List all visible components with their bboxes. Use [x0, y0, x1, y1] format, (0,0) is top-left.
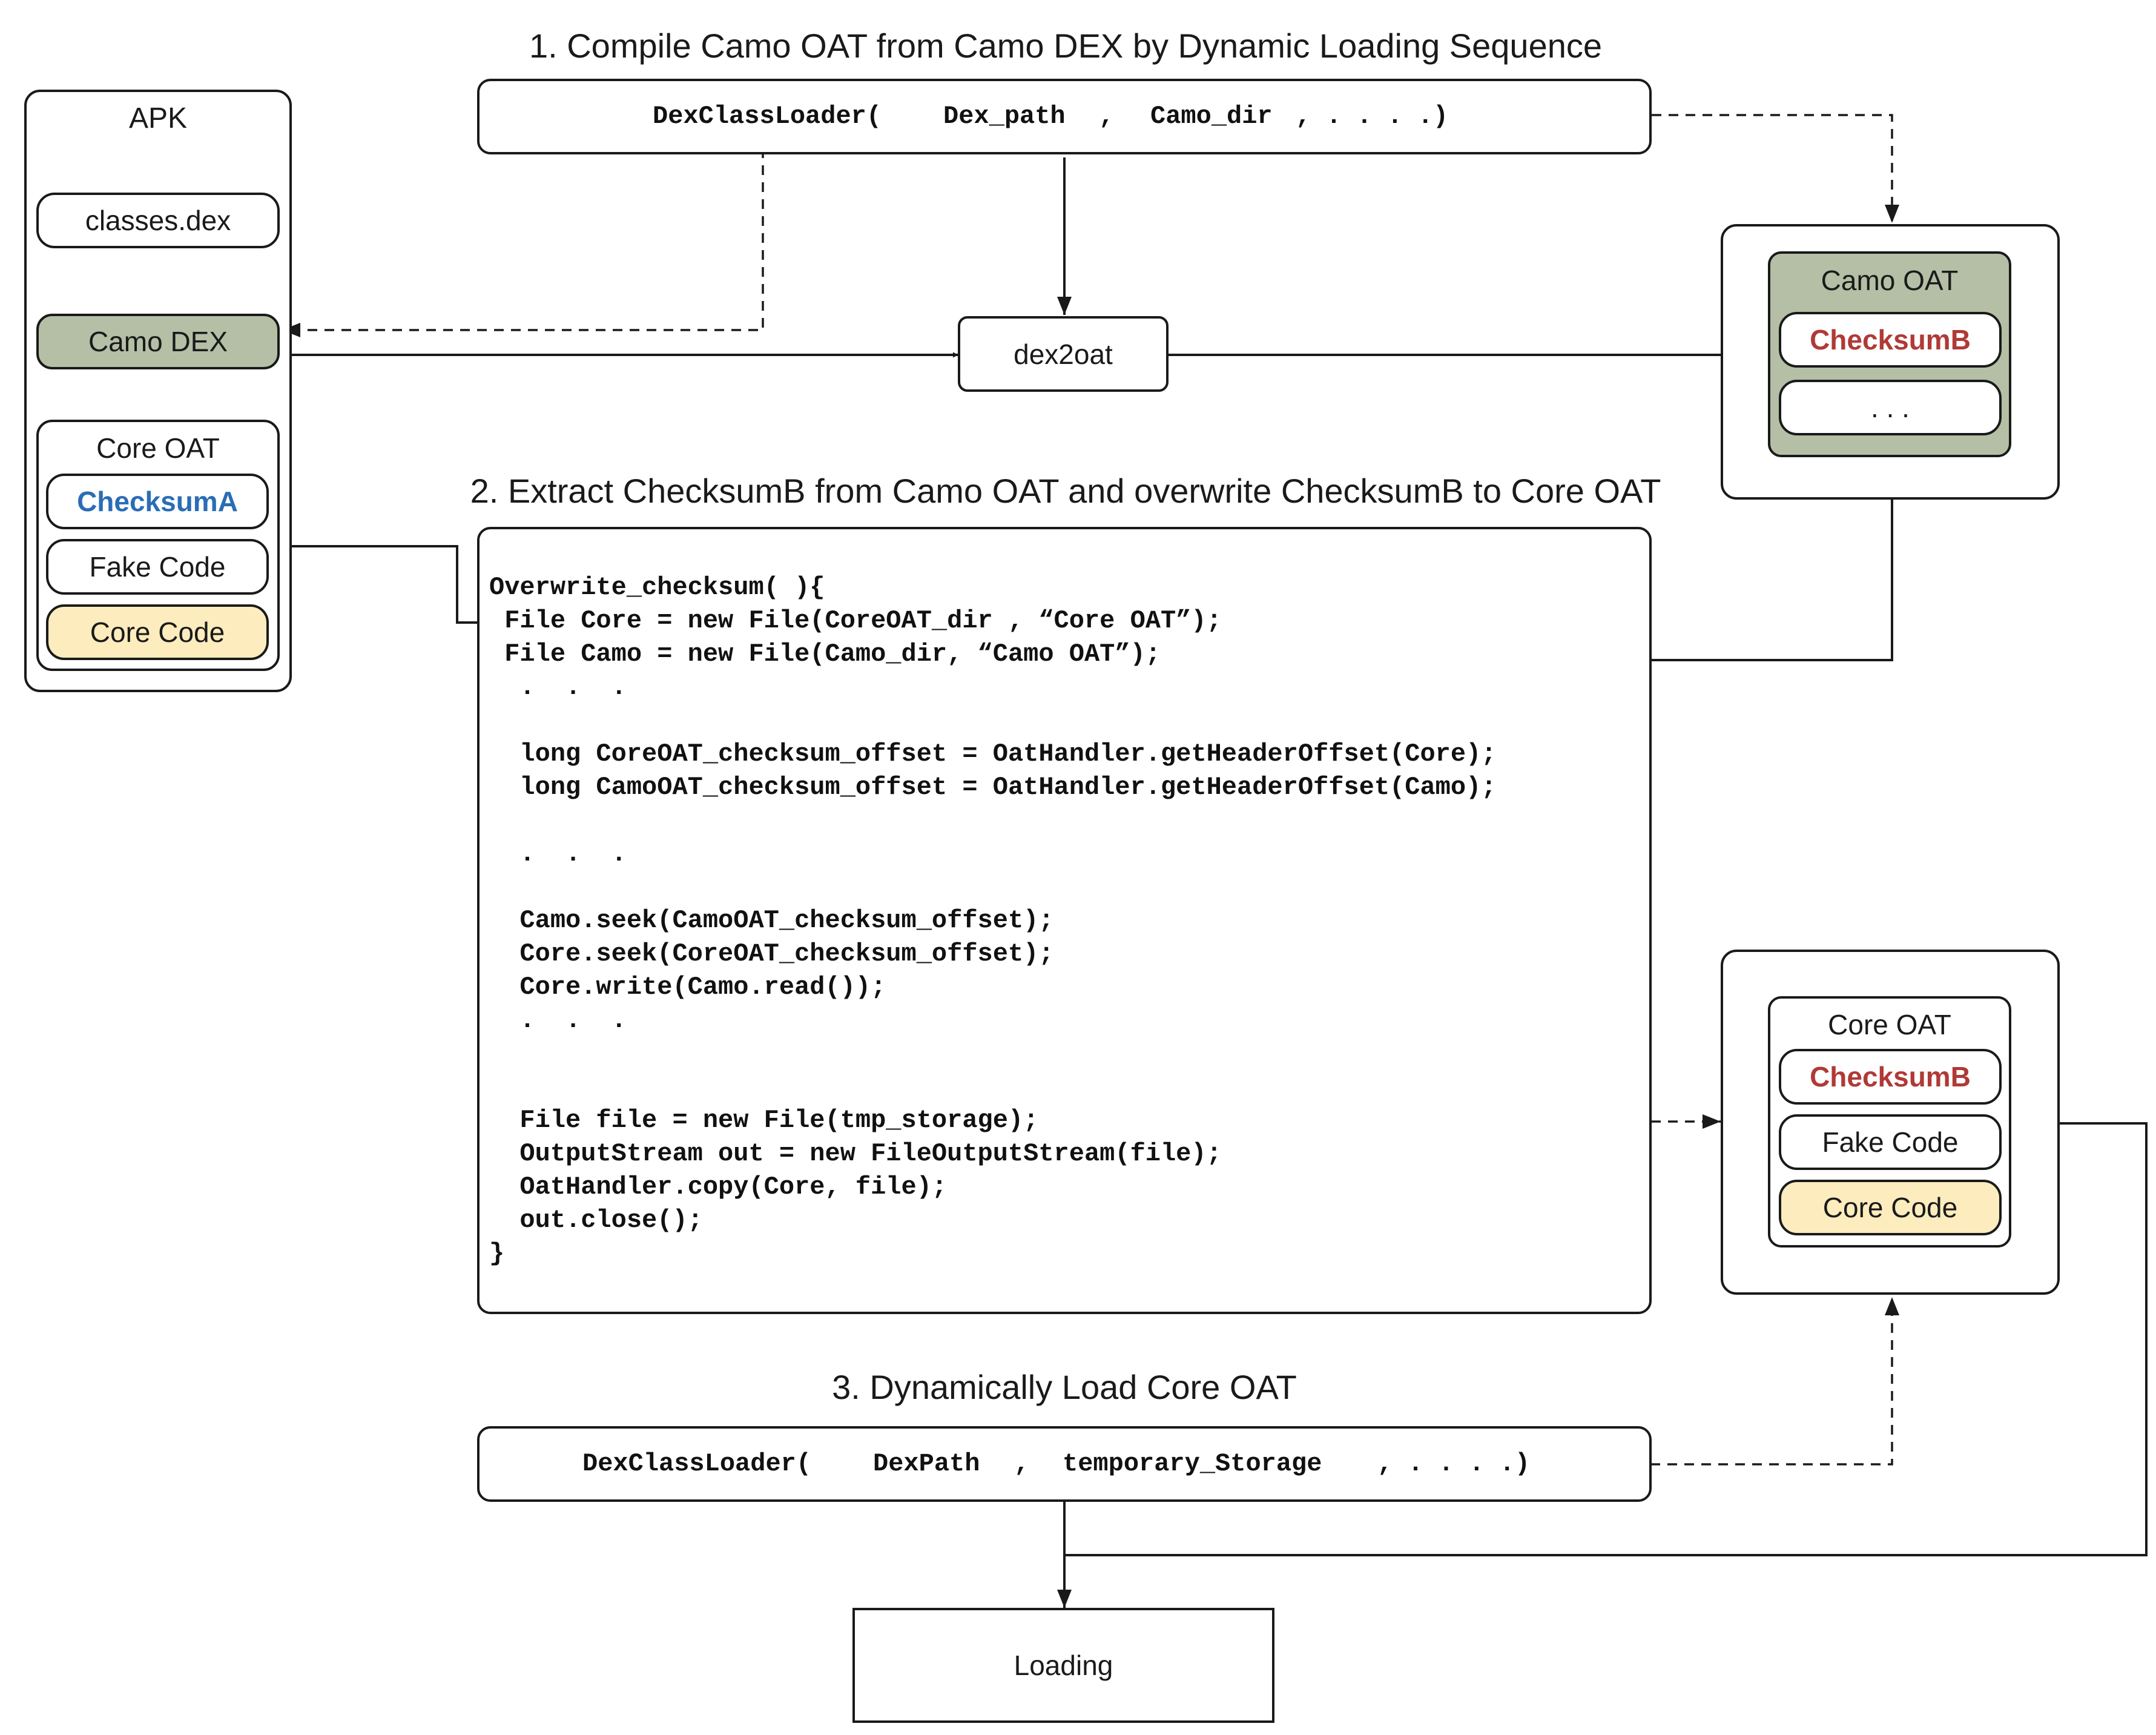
code-line: long CamoOAT_checksum_offset = OatHandle… [489, 773, 1497, 802]
code-line: long CoreOAT_checksum_offset = OatHandle… [489, 739, 1497, 768]
dex2oat-box: dex2oat [958, 316, 1169, 392]
loader2-rest: , . . . .) [1377, 1449, 1531, 1478]
loader1-call: DexClassLoader( [653, 102, 882, 131]
arrowhead-dex2oat-top [1057, 297, 1072, 315]
code-line: OutputStream out = new FileOutputStream(… [489, 1139, 1222, 1168]
step1-title: 1. Compile Camo OAT from Camo DEX by Dyn… [529, 26, 1603, 65]
loading-box: Loading [852, 1608, 1274, 1723]
step2-title: 2. Extract ChecksumB from Camo OAT and o… [470, 471, 1661, 510]
loader1-sep: , [1099, 102, 1115, 131]
loader2-sep: , [1014, 1449, 1030, 1478]
apk-title: APK [128, 102, 188, 134]
core-oat-out-core-code-box: Core Code [1779, 1180, 2002, 1235]
code-line: Camo.seek(CamoOAT_checksum_offset); [489, 906, 1054, 935]
loader1-arg-dex-path: Dex_path [943, 102, 1066, 131]
code-line: Core.seek(CoreOAT_checksum_offset); [489, 939, 1054, 968]
classes-dex-box: classes.dex [36, 193, 280, 248]
camo-oat-checksum-b-box: ChecksumB [1779, 312, 2002, 368]
camo-dex-box: Camo DEX [36, 314, 280, 369]
loader2-arg-dexpath: DexPath [873, 1449, 980, 1478]
loader1-box [477, 79, 1652, 154]
arrowhead-core-oat-out-in [1703, 1114, 1721, 1129]
code-line: File file = new File(tmp_storage); [489, 1106, 1039, 1135]
loader2-call: DexClassLoader( [582, 1449, 812, 1478]
camo-oat-ellipsis-box: . . . [1779, 380, 2002, 435]
step3-title: 3. Dynamically Load Core OAT [832, 1367, 1297, 1406]
code-box [477, 527, 1652, 1314]
core-oat-out-checksum-b-box: ChecksumB [1779, 1049, 2002, 1105]
arrowhead-core-oat-out-bottom [1885, 1297, 1899, 1315]
dashed-camodir-to-camo-oat [1296, 114, 1893, 221]
code-line: Core.write(Camo.read()); [489, 973, 886, 1002]
checksum-a-box: ChecksumA [46, 474, 269, 529]
code-line: Overwrite_checksum( ){ [489, 573, 825, 602]
code-line: File Core = new File(CoreOAT_dir , “Core… [489, 606, 1222, 635]
arrow-core-oat-to-loading [1064, 1122, 2148, 1556]
dashed-dexpath-to-camo-dex [282, 141, 1011, 331]
arrowhead-loading-top [1057, 1590, 1072, 1608]
arrowhead-camo-oat-top [1885, 205, 1899, 223]
apk-core-oat-title: Core OAT [96, 432, 220, 464]
code-line: OatHandler.copy(Core, file); [489, 1172, 948, 1201]
core-oat-out-fake-code-box: Fake Code [1779, 1114, 2002, 1170]
loader2-arg-temporary-storage: temporary_Storage [1063, 1449, 1322, 1478]
code-line: File Camo = new File(Camo_dir, “Camo OAT… [489, 639, 1161, 669]
code-line: . . . [489, 673, 627, 702]
loader2-box [477, 1426, 1652, 1502]
core-oat-out-title: Core OAT [1828, 1009, 1951, 1040]
apk-core-code-box: Core Code [46, 604, 269, 660]
camo-oat-title: Camo OAT [1821, 265, 1959, 296]
code-line: } [489, 1239, 505, 1268]
code-line: . . . [489, 839, 627, 868]
code-line: . . . [489, 1006, 627, 1035]
apk-fake-code-box: Fake Code [46, 539, 269, 595]
loader1-rest: , . . . .) [1296, 102, 1449, 131]
loader1-arg-camo-dir: Camo_dir [1150, 102, 1273, 131]
code-line: out.close(); [489, 1206, 703, 1235]
